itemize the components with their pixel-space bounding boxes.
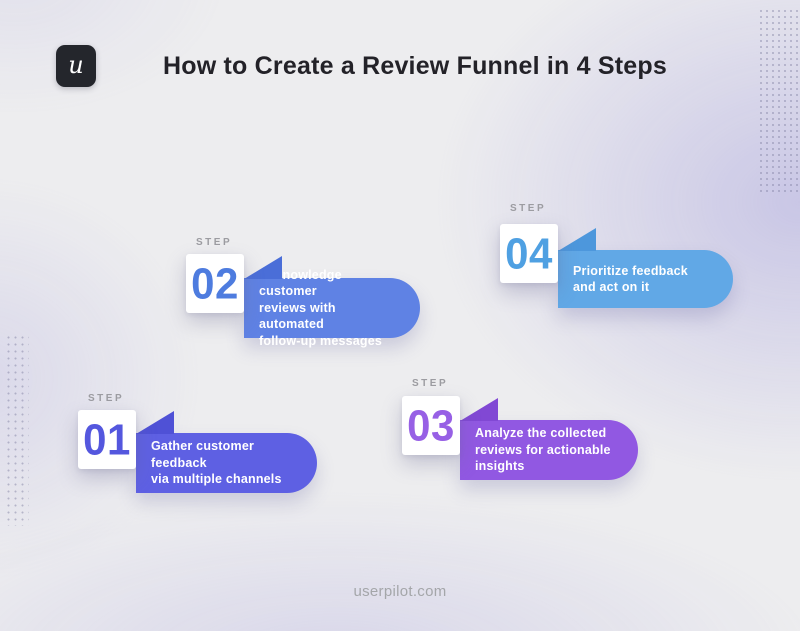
step-number-card: 03 xyxy=(402,396,460,455)
dot-pattern-right xyxy=(758,8,798,194)
step-number-card: 04 xyxy=(500,224,558,283)
bubble-fold-icon xyxy=(558,228,596,251)
step-bubble: Acknowledge customer reviews with automa… xyxy=(244,256,420,348)
step-number: 03 xyxy=(407,400,455,450)
bubble-text: Prioritize feedback and act on it xyxy=(573,263,688,295)
step-label: STEP xyxy=(412,378,449,389)
step-number: 01 xyxy=(83,414,131,464)
step-group-02: STEP 02 Acknowledge customer reviews wit… xyxy=(186,235,566,365)
dot-pattern-left xyxy=(5,334,29,526)
step-number: 02 xyxy=(191,258,239,308)
userpilot-logo: u xyxy=(56,45,96,87)
step-group-03: STEP 03 Analyze the collected reviews fo… xyxy=(402,376,782,506)
step-number-card: 01 xyxy=(78,410,136,469)
bubble-text: Gather customer feedback via multiple ch… xyxy=(151,439,282,487)
step-group-04: STEP 04 Prioritize feedback and act on i… xyxy=(500,201,800,331)
step-label: STEP xyxy=(510,203,547,214)
step-bubble: Prioritize feedback and act on it xyxy=(558,228,733,308)
bubble-fold-icon xyxy=(460,398,498,421)
logo-glyph: u xyxy=(68,50,84,79)
step-group-01: STEP 01 Gather customer feedback via mul… xyxy=(78,391,458,521)
step-bubble: Analyze the collected reviews for action… xyxy=(460,398,638,480)
step-label: STEP xyxy=(88,393,125,404)
bubble-fold-icon xyxy=(136,411,174,434)
bubble-body: Acknowledge customer reviews with automa… xyxy=(244,268,420,348)
page-title: How to Create a Review Funnel in 4 Steps xyxy=(163,52,667,80)
step-number-card: 02 xyxy=(186,254,244,313)
bubble-fold-icon xyxy=(244,256,282,279)
step-bubble: Gather customer feedback via multiple ch… xyxy=(136,411,317,493)
bubble-body: Analyze the collected reviews for action… xyxy=(460,420,638,480)
bubble-text: Acknowledge customer reviews with automa… xyxy=(259,267,383,348)
website-watermark: userpilot.com xyxy=(353,583,447,600)
bubble-text: Analyze the collected reviews for action… xyxy=(475,426,611,474)
step-number: 04 xyxy=(505,228,553,278)
step-label: STEP xyxy=(196,237,233,248)
bubble-body: Prioritize feedback and act on it xyxy=(558,250,733,308)
bubble-body: Gather customer feedback via multiple ch… xyxy=(136,433,317,493)
